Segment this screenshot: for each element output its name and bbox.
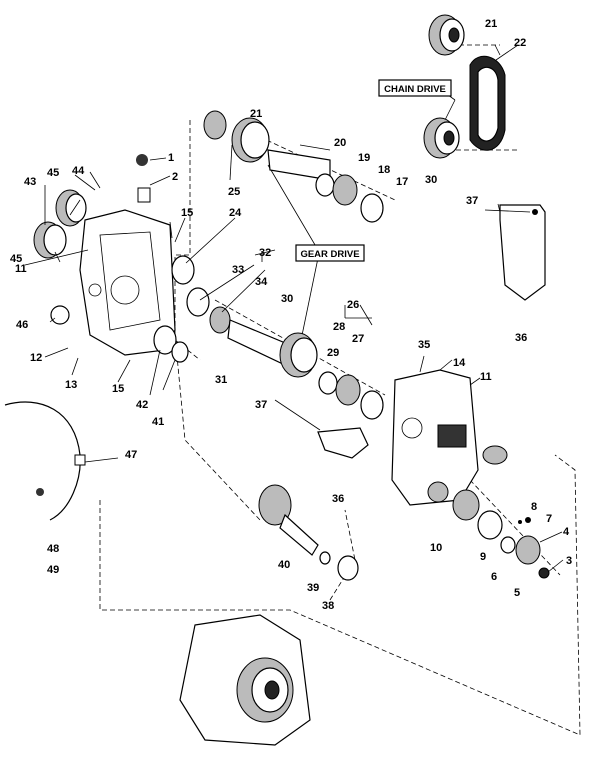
callout-31: 31: [215, 374, 227, 386]
callout-leaders: [24, 44, 564, 573]
callout-38: 38: [322, 600, 334, 612]
callout-3: 3: [566, 555, 572, 567]
callout-36-lower: 36: [332, 493, 344, 505]
callout-42: 42: [136, 399, 148, 411]
callout-45-lower: 45: [10, 253, 22, 265]
callout-13: 13: [65, 379, 77, 391]
callout-33: 33: [232, 264, 244, 276]
callout-15-lower: 15: [112, 383, 124, 395]
callout-20: 20: [334, 137, 346, 149]
callout-47: 47: [125, 449, 137, 461]
callout-8: 8: [531, 501, 537, 513]
callout-30-chain: 30: [425, 174, 437, 186]
callout-29: 29: [327, 347, 339, 359]
callout-11-right: 11: [480, 371, 492, 383]
callout-25: 25: [228, 186, 240, 198]
callout-21-gear: 21: [250, 108, 262, 120]
callout-40: 40: [278, 559, 290, 571]
callout-15-upper: 15: [181, 207, 193, 219]
callout-9: 9: [480, 551, 486, 563]
front-output-parts: [452, 445, 550, 579]
mounting-bracket-lower: [317, 427, 369, 459]
callout-27: 27: [352, 333, 364, 345]
callout-11-left: 11: [15, 263, 27, 275]
callout-6: 6: [491, 571, 497, 583]
callout-32: 32: [259, 247, 271, 259]
callout-10: 10: [430, 542, 442, 554]
callout-numbers: 1 2 3 4 5 6 7 8 9 10 11 11 12 13 14 15 1…: [10, 18, 572, 612]
callout-17: 17: [396, 176, 408, 188]
callout-46: 46: [16, 319, 28, 331]
callout-21-chain: 21: [485, 18, 497, 30]
callout-5: 5: [514, 587, 520, 599]
callout-12: 12: [30, 352, 42, 364]
callout-34: 34: [255, 276, 268, 288]
callout-14: 14: [453, 357, 466, 369]
left-bearings: [33, 189, 87, 325]
callout-49: 49: [47, 564, 59, 576]
callout-30-gear: 30: [281, 293, 293, 305]
callout-7: 7: [546, 513, 552, 525]
chain-drive-assembly: CHAIN DRIVE: [378, 14, 506, 159]
rear-output-shaft: [258, 484, 359, 581]
callout-1: 1: [168, 152, 174, 164]
callout-43: 43: [24, 176, 36, 188]
gear-drive-label: GEAR DRIVE: [300, 249, 359, 260]
transfer-case-left-half: [79, 154, 176, 356]
transmission-housing: [179, 614, 311, 746]
callout-28: 28: [333, 321, 345, 333]
callout-44: 44: [72, 165, 85, 177]
callout-18: 18: [378, 164, 390, 176]
callout-45-upper: 45: [47, 167, 59, 179]
callout-26: 26: [347, 299, 359, 311]
callout-37-lower: 37: [255, 399, 267, 411]
drive-chain: [469, 55, 506, 151]
transfer-case-right-half: [391, 369, 479, 506]
callout-39: 39: [307, 582, 319, 594]
callout-2: 2: [172, 171, 178, 183]
chain-drive-label-box: CHAIN DRIVE: [378, 79, 452, 97]
callout-19: 19: [358, 152, 370, 164]
callout-41: 41: [152, 416, 164, 428]
chain-drive-label: CHAIN DRIVE: [384, 84, 446, 95]
callout-4: 4: [563, 526, 570, 538]
gear-drive-label-box: GEAR DRIVE: [295, 244, 365, 262]
callout-48: 48: [47, 543, 59, 555]
callout-24: 24: [229, 207, 242, 219]
lower-sprocket: [423, 117, 460, 159]
mounting-bracket-upper: [484, 204, 546, 301]
upper-sprocket: [428, 14, 465, 56]
callout-36-upper: 36: [515, 332, 527, 344]
callout-35: 35: [418, 339, 430, 351]
callout-22: 22: [514, 37, 526, 49]
callout-37-upper: 37: [466, 195, 478, 207]
output-shaft-assembly: [153, 110, 384, 420]
speedometer-cable: [4, 401, 86, 521]
